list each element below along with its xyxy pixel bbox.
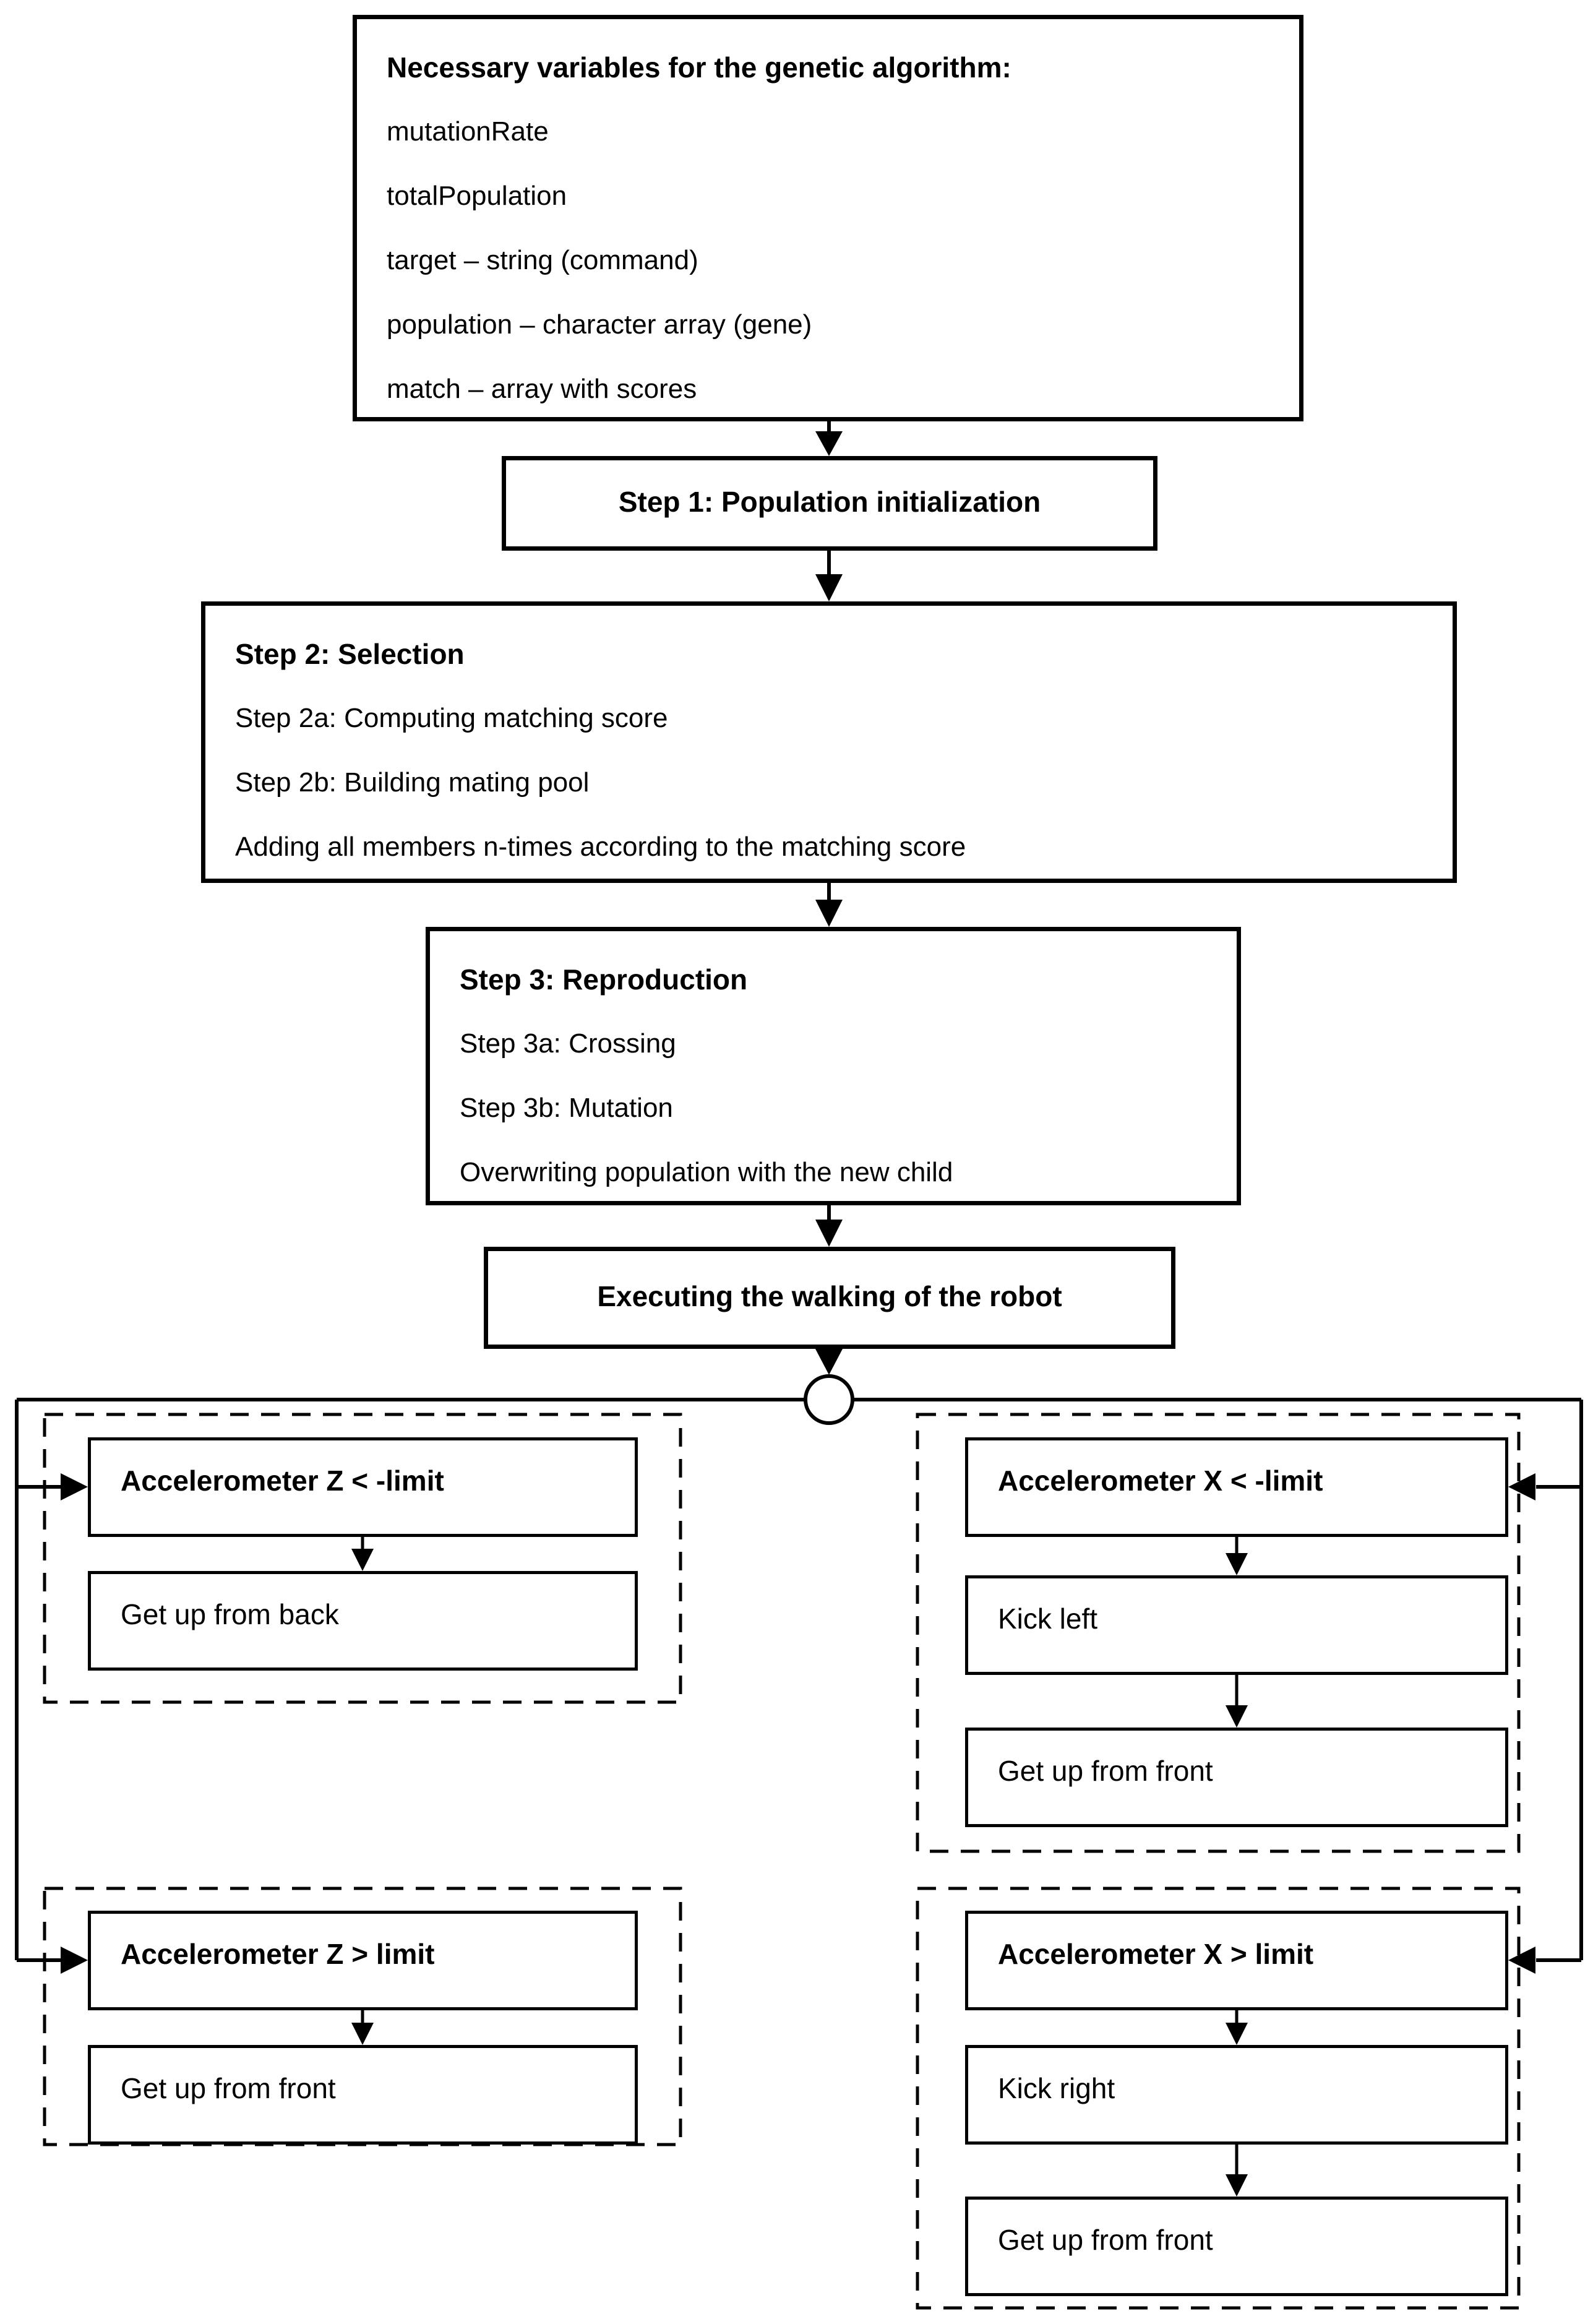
dashed-region-right-top (916, 1413, 1521, 1853)
step3-line: Overwriting population with the new chil… (460, 1157, 953, 1187)
action-get-up-from-back-label: Get up from back (121, 1598, 339, 1630)
condition-accel-x-neg-box: Accelerometer X < -limit (965, 1437, 1508, 1537)
variable-item: population – character array (gene) (387, 309, 812, 340)
junction-circle (804, 1374, 854, 1425)
condition-accel-x-neg-label: Accelerometer X < -limit (998, 1464, 1323, 1497)
condition-accel-x-pos-box: Accelerometer X > limit (965, 1911, 1508, 2010)
arrow-into-accel-x-neg (1508, 1473, 1581, 1500)
action-kick-right-box: Kick right (965, 2045, 1508, 2145)
action-get-up-from-front-label: Get up from front (998, 1754, 1213, 1787)
arrow-kickright-to-getupfront (1226, 2145, 1248, 2197)
arrow-step3-to-execute (815, 1205, 843, 1247)
variable-item: mutationRate (387, 116, 549, 147)
variable-item: target – string (command) (387, 245, 698, 275)
step1-title: Step 1: Population initialization (618, 485, 1041, 518)
variable-item: match – array with scores (387, 374, 697, 404)
arrow-xneg-to-kickleft (1226, 1537, 1248, 1575)
step2-box: Step 2: Selection Step 2a: Computing mat… (201, 601, 1457, 883)
arrow-kickleft-to-getupfront (1226, 1675, 1248, 1728)
arrow-zneg-to-getupback (351, 1537, 374, 1571)
action-get-up-from-front-label: Get up from front (121, 2072, 336, 2104)
arrow-variables-to-step1 (815, 421, 843, 456)
action-get-up-from-front-box: Get up from front (965, 2197, 1508, 2296)
execute-box: Executing the walking of the robot (484, 1247, 1175, 1349)
arrow-into-accel-z-pos (17, 1947, 88, 1974)
arrow-step1-to-step2 (815, 551, 843, 601)
action-kick-left-box: Kick left (965, 1575, 1508, 1675)
condition-accel-z-neg-label: Accelerometer Z < -limit (121, 1464, 444, 1497)
step3-title: Step 3: Reproduction (460, 963, 748, 996)
action-kick-right-label: Kick right (998, 2072, 1115, 2104)
step3-line: Step 3b: Mutation (460, 1093, 673, 1123)
action-get-up-from-front-box: Get up from front (965, 1728, 1508, 1827)
step3-line: Step 3a: Crossing (460, 1028, 676, 1059)
variables-title: Necessary variables for the genetic algo… (387, 51, 1011, 84)
dashed-region-left-top (43, 1413, 682, 1704)
step2-title: Step 2: Selection (235, 638, 465, 670)
action-get-up-from-front-label: Get up from front (998, 2223, 1213, 2256)
step2-line: Adding all members n-times according to … (235, 832, 966, 862)
dashed-region-left-bottom (43, 1887, 682, 2146)
action-get-up-from-back-box: Get up from back (88, 1571, 638, 1671)
dashed-region-right-bottom (916, 1887, 1521, 2310)
arrow-execute-to-junction (815, 1349, 843, 1375)
condition-accel-x-pos-label: Accelerometer X > limit (998, 1937, 1314, 1970)
step1-box: Step 1: Population initialization (502, 456, 1157, 551)
arrow-xpos-to-kickright (1226, 2010, 1248, 2045)
condition-accel-z-neg-box: Accelerometer Z < -limit (88, 1437, 638, 1537)
step3-box: Step 3: Reproduction Step 3a: Crossing S… (426, 927, 1241, 1205)
arrow-into-accel-z-neg (17, 1473, 88, 1500)
variable-item: totalPopulation (387, 181, 567, 211)
step2-line: Step 2b: Building mating pool (235, 767, 590, 798)
action-kick-left-label: Kick left (998, 1602, 1098, 1635)
arrow-into-accel-x-pos (1508, 1947, 1581, 1974)
condition-accel-z-pos-box: Accelerometer Z > limit (88, 1911, 638, 2010)
condition-accel-z-pos-label: Accelerometer Z > limit (121, 1937, 435, 1970)
action-get-up-from-front-box: Get up from front (88, 2045, 638, 2145)
arrow-step2-to-step3 (815, 883, 843, 927)
step2-line: Step 2a: Computing matching score (235, 703, 668, 733)
arrow-zpos-to-getupfront (351, 2010, 374, 2045)
execute-title: Executing the walking of the robot (597, 1280, 1062, 1312)
variables-box: Necessary variables for the genetic algo… (353, 15, 1303, 421)
